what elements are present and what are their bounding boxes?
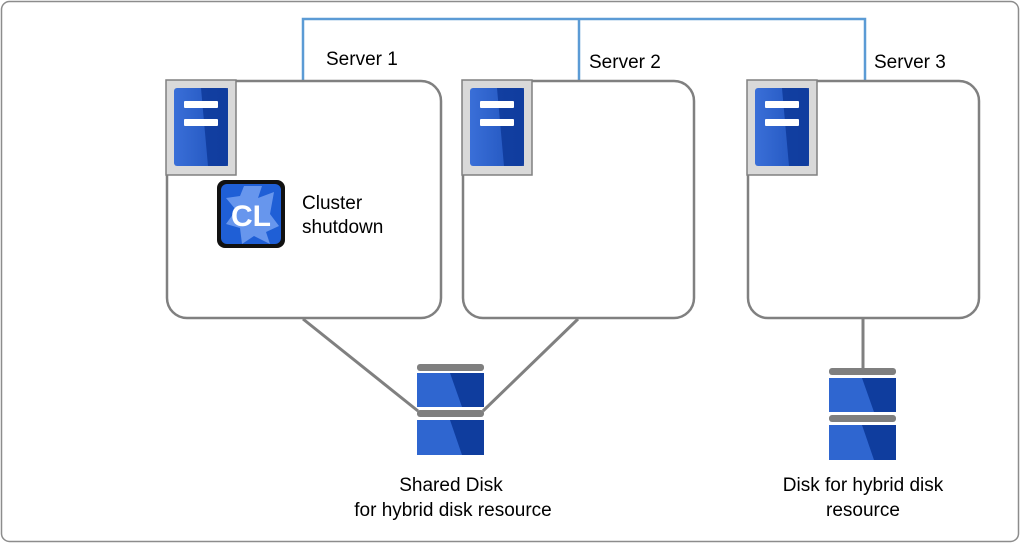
shared-disk-label-line1: Shared Disk: [399, 475, 503, 496]
cluster-shutdown-icon[interactable]: CL: [217, 180, 285, 248]
cluster-shutdown-icon-text: CL: [231, 200, 271, 233]
shared-disk-label-line2: for hybrid disk resource: [354, 500, 551, 521]
cluster-shutdown-label-line2: shutdown: [302, 217, 383, 238]
local-disk-label-line1: Disk for hybrid disk: [783, 475, 944, 496]
server-1-box[interactable]: [165, 79, 443, 320]
cluster-shutdown-label-line1: Cluster: [302, 193, 363, 214]
server-3-label: Server 3: [874, 52, 946, 73]
disk-connection-lines: [302, 317, 865, 413]
server-2-box[interactable]: [461, 79, 696, 320]
network-lines: [301, 17, 867, 82]
server-1-label: Server 1: [326, 49, 398, 70]
shared-disk-icon[interactable]: [417, 364, 484, 455]
local-disk-label-line2: resource: [826, 500, 900, 521]
server-1-icon: [165, 79, 237, 176]
server-3-icon: [746, 79, 818, 176]
server-2-icon: [461, 79, 533, 176]
server-3-box[interactable]: [746, 79, 981, 320]
server-2-label: Server 2: [589, 52, 661, 73]
local-disk-icon[interactable]: [829, 368, 896, 460]
